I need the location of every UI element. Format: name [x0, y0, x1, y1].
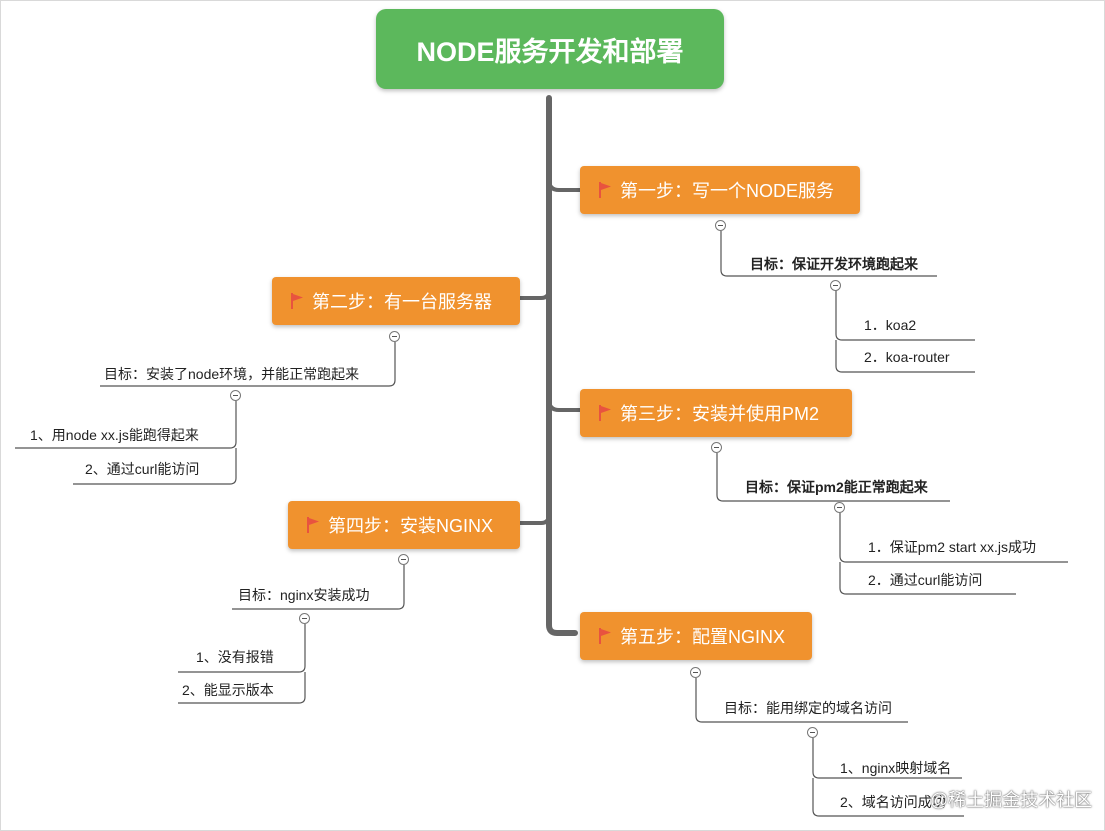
step-1-node[interactable]: 第一步：写一个NODE服务 — [580, 166, 860, 214]
step-2-label: 第二步：有一台服务器 — [312, 292, 492, 312]
step-2-goal: 目标：安装了node环境，并能正常跑起来 — [104, 366, 360, 382]
flag-icon — [599, 628, 611, 644]
collapse-icon[interactable] — [299, 613, 310, 624]
step-1-item-2: 2．koa-router — [864, 349, 950, 365]
branch-step-4 — [520, 514, 551, 525]
step-3-node[interactable]: 第三步：安装并使用PM2 — [580, 389, 852, 437]
step-5-item-2: 2、域名访问成功 — [840, 794, 946, 810]
watermark: @稀土掘金技术社区 — [930, 790, 1093, 810]
flag-icon — [291, 293, 303, 309]
step-1-item-1: 1．koa2 — [864, 317, 917, 333]
collapse-icon[interactable] — [715, 220, 726, 231]
step-3-label: 第三步：安装并使用PM2 — [620, 404, 820, 424]
collapse-icon[interactable] — [398, 554, 409, 565]
step-5-goal: 目标：能用绑定的域名访问 — [724, 700, 892, 716]
branch-step-2 — [520, 289, 551, 300]
step-4-item-1: 1、没有报错 — [196, 649, 274, 665]
flag-icon — [307, 517, 319, 533]
step-4-label: 第四步：安装NGINX — [328, 516, 494, 536]
collapse-icon[interactable] — [230, 390, 241, 401]
collapse-icon[interactable] — [830, 280, 841, 291]
branch-step-1 — [547, 179, 580, 192]
collapse-icon[interactable] — [807, 727, 818, 738]
step-3-item-2: 2．通过curl能访问 — [868, 572, 983, 588]
collapse-icon[interactable] — [711, 442, 722, 453]
trunk-line — [546, 95, 578, 636]
step-2-node[interactable]: 第二步：有一台服务器 — [272, 277, 520, 325]
step-2-item-1: 1、用node xx.js能跑得起来 — [30, 427, 199, 443]
step-3-item-1: 1．保证pm2 start xx.js成功 — [868, 539, 1037, 555]
collapse-icon[interactable] — [389, 331, 400, 342]
step-1-label: 第一步：写一个NODE服务 — [620, 181, 835, 201]
step-5-item-1: 1、nginx映射域名 — [840, 760, 952, 776]
flag-icon — [599, 182, 611, 198]
step-3-goal: 目标：保证pm2能正常跑起来 — [745, 479, 928, 495]
step-4-goal: 目标：nginx安装成功 — [238, 587, 370, 603]
flag-icon — [599, 405, 611, 421]
step-1-goal: 目标：保证开发环境跑起来 — [750, 256, 918, 272]
root-topic[interactable]: NODE服务开发和部署 — [376, 9, 724, 89]
step-5-node[interactable]: 第五步：配置NGINX — [580, 612, 812, 660]
step-2-item-2: 2、通过curl能访问 — [85, 461, 200, 477]
step-5-label: 第五步：配置NGINX — [620, 627, 786, 647]
collapse-icon[interactable] — [834, 502, 845, 513]
collapse-icon[interactable] — [690, 667, 701, 678]
step-4-item-2: 2、能显示版本 — [182, 682, 274, 698]
branch-step-3 — [547, 399, 580, 412]
step-4-node[interactable]: 第四步：安装NGINX — [288, 501, 520, 549]
